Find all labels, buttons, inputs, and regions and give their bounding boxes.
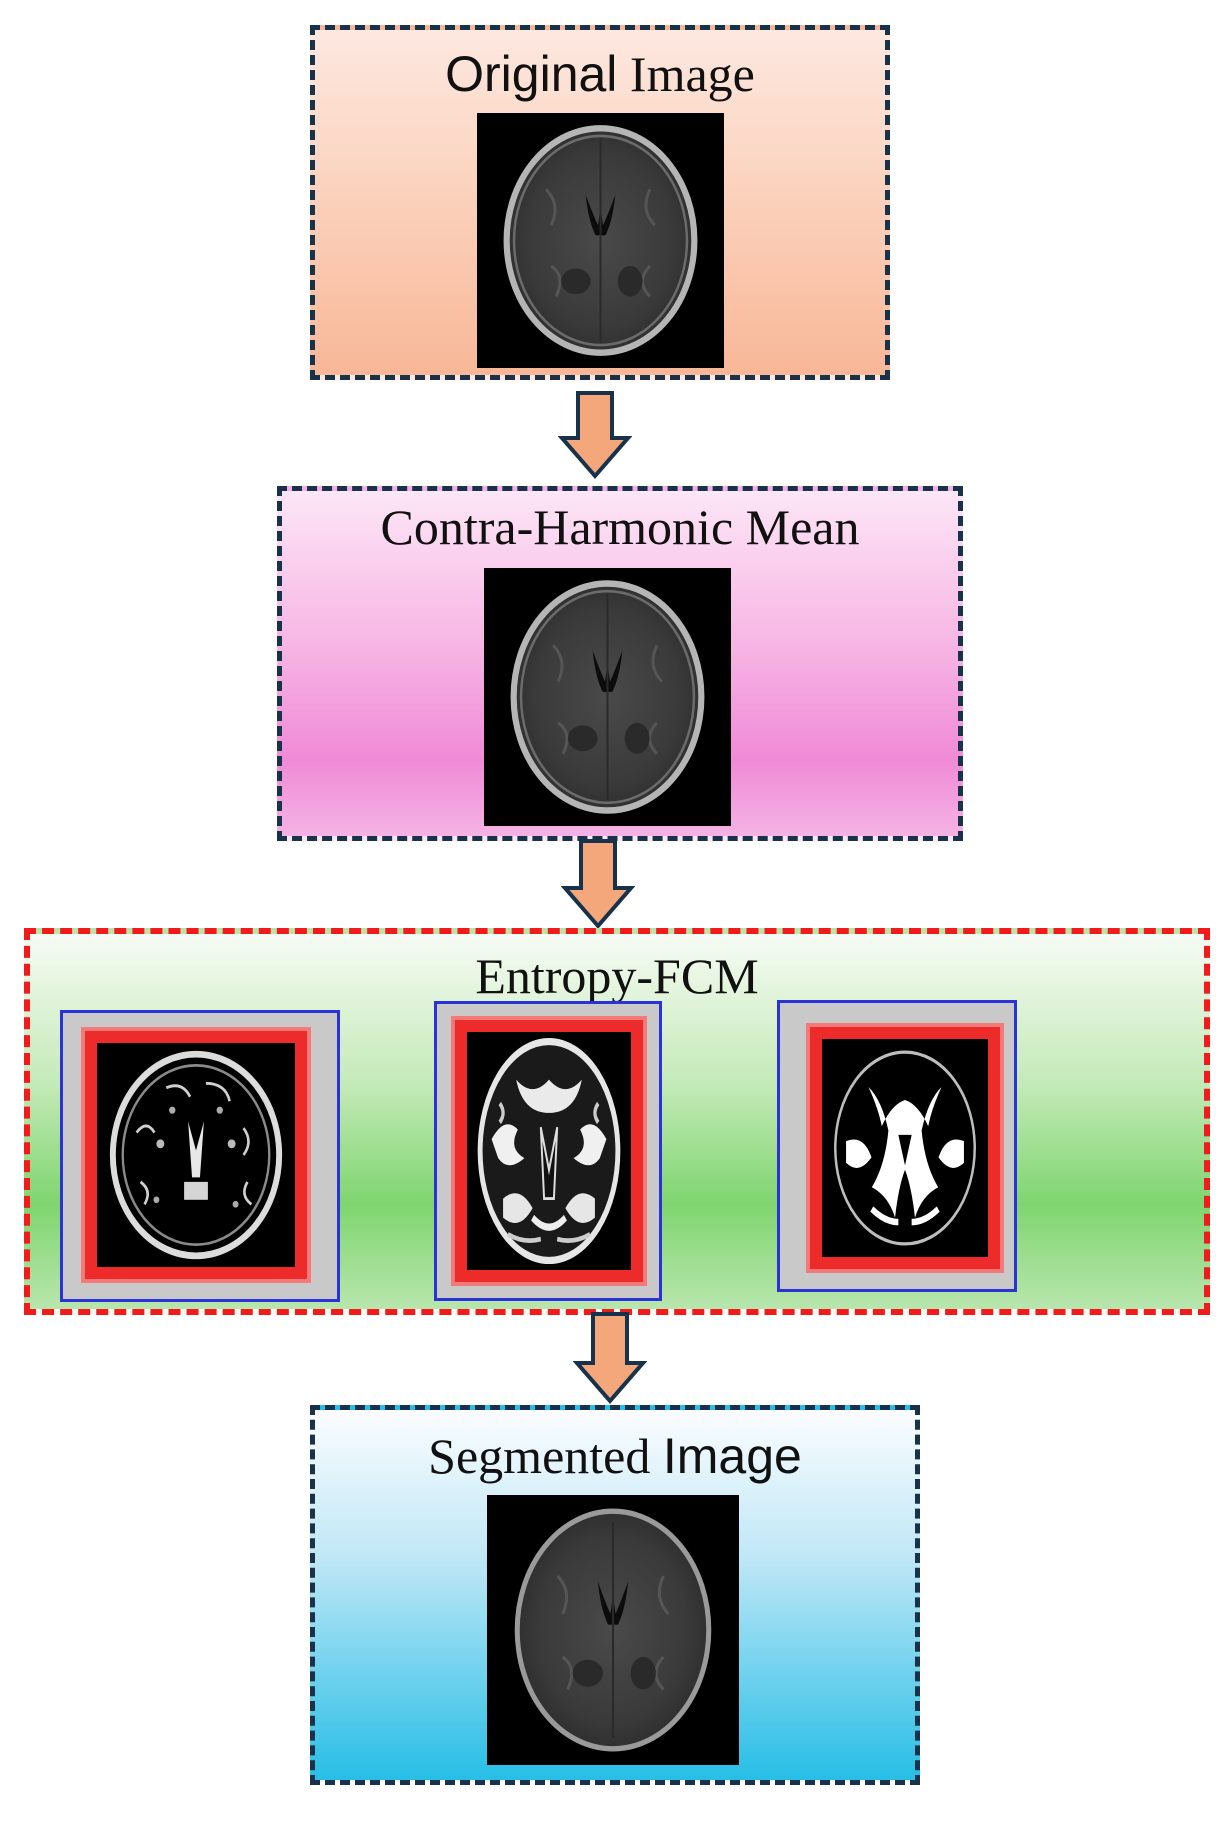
- title-part-image: Image: [662, 1428, 802, 1484]
- cluster-image-2: [434, 1001, 662, 1301]
- stage-title: Entropy-FCM: [475, 948, 759, 1004]
- stage-original-image: Original Image: [310, 25, 890, 380]
- cluster-image-3: [777, 1000, 1017, 1292]
- title-part-image: Image: [617, 46, 755, 102]
- cluster-image-1: [60, 1010, 340, 1302]
- down-arrow-icon: [561, 838, 635, 930]
- stage-title: Contra-Harmonic Mean: [380, 499, 860, 555]
- stage-segmented-image: Segmented Image: [310, 1405, 920, 1785]
- stage-title: Segmented Image: [315, 1426, 915, 1486]
- stage-contra-harmonic-mean: Contra-Harmonic Mean: [277, 486, 963, 841]
- brain-mri-icon: [484, 568, 731, 826]
- down-arrow-icon: [558, 390, 632, 480]
- stage-entropy-fcm: Entropy-FCM: [24, 928, 1210, 1315]
- brain-mri-icon: [477, 113, 724, 368]
- title-part-original: Original: [445, 46, 618, 102]
- stage-title: Original Image: [315, 44, 885, 104]
- down-arrow-icon: [573, 1311, 647, 1405]
- brain-mri-icon: [487, 1495, 739, 1765]
- title-part-segmented: Segmented: [428, 1428, 663, 1484]
